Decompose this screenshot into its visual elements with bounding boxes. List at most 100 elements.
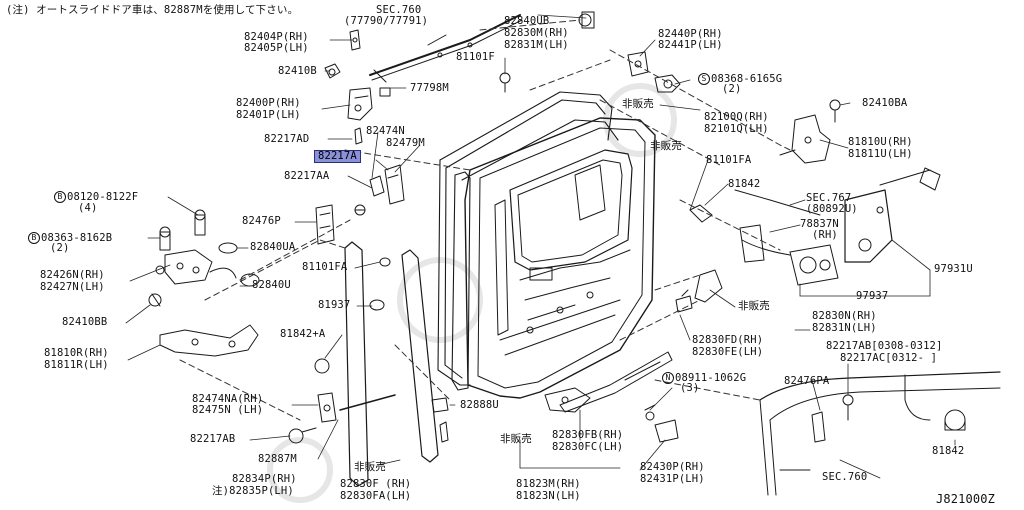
label-81937[interactable]: 81937 bbox=[318, 299, 351, 311]
label-82830FA[interactable]: 82830FA(LH) bbox=[340, 490, 412, 502]
label-82410BA[interactable]: 82410BA bbox=[862, 97, 908, 109]
lower-left-parts bbox=[288, 257, 449, 444]
label-81823N[interactable]: 81823N(LH) bbox=[516, 490, 581, 502]
label-81823M[interactable]: 81823M(RH) bbox=[516, 478, 581, 490]
leader-lines bbox=[125, 14, 956, 479]
label-08368-qty: (2) bbox=[722, 83, 742, 95]
label-82888U[interactable]: 82888U bbox=[460, 399, 499, 411]
label-82831M[interactable]: 82831M(LH) bbox=[504, 39, 569, 51]
label-82835P[interactable]: 注)82835P(LH) bbox=[212, 485, 294, 497]
label-81101FA[interactable]: 81101FA bbox=[706, 154, 752, 166]
upper-hinge-right bbox=[779, 99, 841, 164]
right-lower-parts bbox=[811, 394, 966, 443]
label-82101Q[interactable]: 82101Q(LH) bbox=[704, 123, 769, 135]
label-sec760-bottom: SEC.760 bbox=[822, 471, 868, 483]
label-82217AD[interactable]: 82217AD bbox=[264, 133, 310, 145]
label-97937[interactable]: 97937 bbox=[856, 290, 889, 302]
label-81811R[interactable]: 81811R(LH) bbox=[44, 359, 109, 371]
label-82217AC-code[interactable]: 82217AC[0312- ] bbox=[840, 352, 938, 364]
lower-hinge-left bbox=[148, 209, 260, 357]
label-08363-qty: (2) bbox=[50, 242, 70, 254]
label-81811U[interactable]: 81811U(LH) bbox=[848, 148, 913, 160]
label-82831N[interactable]: 82831N(LH) bbox=[812, 322, 877, 334]
label-82404P[interactable]: 82404P(RH) bbox=[244, 31, 309, 43]
label-82427N[interactable]: 82427N(LH) bbox=[40, 281, 105, 293]
label-81842-bottom[interactable]: 81842 bbox=[932, 445, 965, 457]
circle-n-icon: N bbox=[662, 372, 674, 384]
body-side-panel bbox=[759, 371, 1001, 496]
lower-roller bbox=[544, 351, 679, 443]
label-82830F[interactable]: 82830F (RH) bbox=[340, 478, 412, 490]
label-82830FB[interactable]: 82830FB(RH) bbox=[552, 429, 624, 441]
label-81101F[interactable]: 81101F bbox=[456, 51, 495, 63]
label-82441P[interactable]: 82441P(LH) bbox=[658, 39, 723, 51]
label-82476P[interactable]: 82476P bbox=[242, 215, 281, 227]
label-82400P[interactable]: 82400P(RH) bbox=[236, 97, 301, 109]
label-hanbai-4: 非販売 bbox=[500, 433, 532, 445]
label-82430P[interactable]: 82430P(RH) bbox=[640, 461, 705, 473]
label-81810R[interactable]: 81810R(RH) bbox=[44, 347, 109, 359]
label-82830FE[interactable]: 82830FE(LH) bbox=[692, 346, 764, 358]
label-hanbai-1: 非販売 bbox=[622, 98, 654, 110]
label-sec767: SEC.767 bbox=[806, 192, 852, 204]
label-77798M[interactable]: 77798M bbox=[410, 82, 449, 94]
label-08911-qty: (3) bbox=[680, 382, 700, 394]
label-82830FC[interactable]: 82830FC(LH) bbox=[552, 441, 624, 453]
label-82410BB[interactable]: 82410BB bbox=[62, 316, 108, 328]
center-hinge bbox=[315, 164, 405, 245]
label-78837N-rh: (RH) bbox=[812, 229, 838, 241]
note-text: (注) オートスライドドア車は、82887Mを使用して下さい。 bbox=[6, 4, 299, 16]
label-82401P[interactable]: 82401P(LH) bbox=[236, 109, 301, 121]
label-82426N[interactable]: 82426N(RH) bbox=[40, 269, 105, 281]
label-82217A-highlighted[interactable]: 82217A bbox=[314, 150, 361, 163]
watermark-logo bbox=[267, 83, 677, 503]
label-82830FD[interactable]: 82830FD(RH) bbox=[692, 334, 764, 346]
label-82431P[interactable]: 82431P(LH) bbox=[640, 473, 705, 485]
label-78837N[interactable]: 78837N bbox=[800, 218, 839, 230]
label-82440P[interactable]: 82440P(RH) bbox=[658, 28, 723, 40]
label-82834P[interactable]: 82834P(RH) bbox=[232, 473, 297, 485]
label-81810U[interactable]: 81810U(RH) bbox=[848, 136, 913, 148]
weatherstrip-82830F bbox=[344, 241, 439, 487]
label-hanbai-5: 非販売 bbox=[354, 461, 386, 473]
label-82887M[interactable]: 82887M bbox=[258, 453, 297, 465]
sliding-door-outer bbox=[464, 117, 656, 399]
diagram-id: J821000Z bbox=[936, 492, 995, 506]
label-82474N[interactable]: 82474N bbox=[366, 125, 405, 137]
upper-rail bbox=[369, 14, 523, 83]
label-82830M[interactable]: 82830M(RH) bbox=[504, 27, 569, 39]
label-82474NA[interactable]: 82474NA(RH) bbox=[192, 393, 264, 405]
label-82217AB-code[interactable]: 82217AB[0308-0312] bbox=[826, 340, 943, 352]
label-08120-qty: (4) bbox=[78, 202, 98, 214]
label-82217AA[interactable]: 82217AA bbox=[284, 170, 330, 182]
label-82476PA[interactable]: 82476PA bbox=[784, 375, 830, 387]
label-81842-top[interactable]: 81842 bbox=[728, 178, 761, 190]
circle-b-icon: B bbox=[54, 191, 66, 203]
label-sec760-top: SEC.760 bbox=[376, 4, 422, 16]
label-82840UB[interactable]: 82840UB bbox=[504, 15, 550, 27]
label-82100Q[interactable]: 82100Q(RH) bbox=[704, 111, 769, 123]
label-82405P[interactable]: 82405P(LH) bbox=[244, 42, 309, 54]
label-82475N[interactable]: 82475N (LH) bbox=[192, 404, 264, 416]
dashed-outlines bbox=[179, 19, 791, 421]
label-82479M[interactable]: 82479M bbox=[386, 137, 425, 149]
label-82840UA[interactable]: 82840UA bbox=[250, 241, 296, 253]
label-97931U[interactable]: 97931U bbox=[934, 263, 973, 275]
label-sec760-top-sub: (77790/77791) bbox=[344, 15, 429, 27]
label-82840U[interactable]: 82840U bbox=[252, 279, 291, 291]
label-81101FA-mid[interactable]: 81101FA bbox=[302, 261, 348, 273]
label-81842A[interactable]: 81842+A bbox=[280, 328, 326, 340]
label-hanbai-3: 非販売 bbox=[738, 300, 770, 312]
label-sec767-sub: (80892U) bbox=[806, 203, 858, 215]
label-82217AB[interactable]: 82217AB bbox=[190, 433, 236, 445]
circle-s-icon: S bbox=[698, 73, 710, 85]
label-82830N[interactable]: 82830N(RH) bbox=[812, 310, 877, 322]
label-82410B[interactable]: 82410B bbox=[278, 65, 317, 77]
circle-b-icon-2: B bbox=[28, 232, 40, 244]
